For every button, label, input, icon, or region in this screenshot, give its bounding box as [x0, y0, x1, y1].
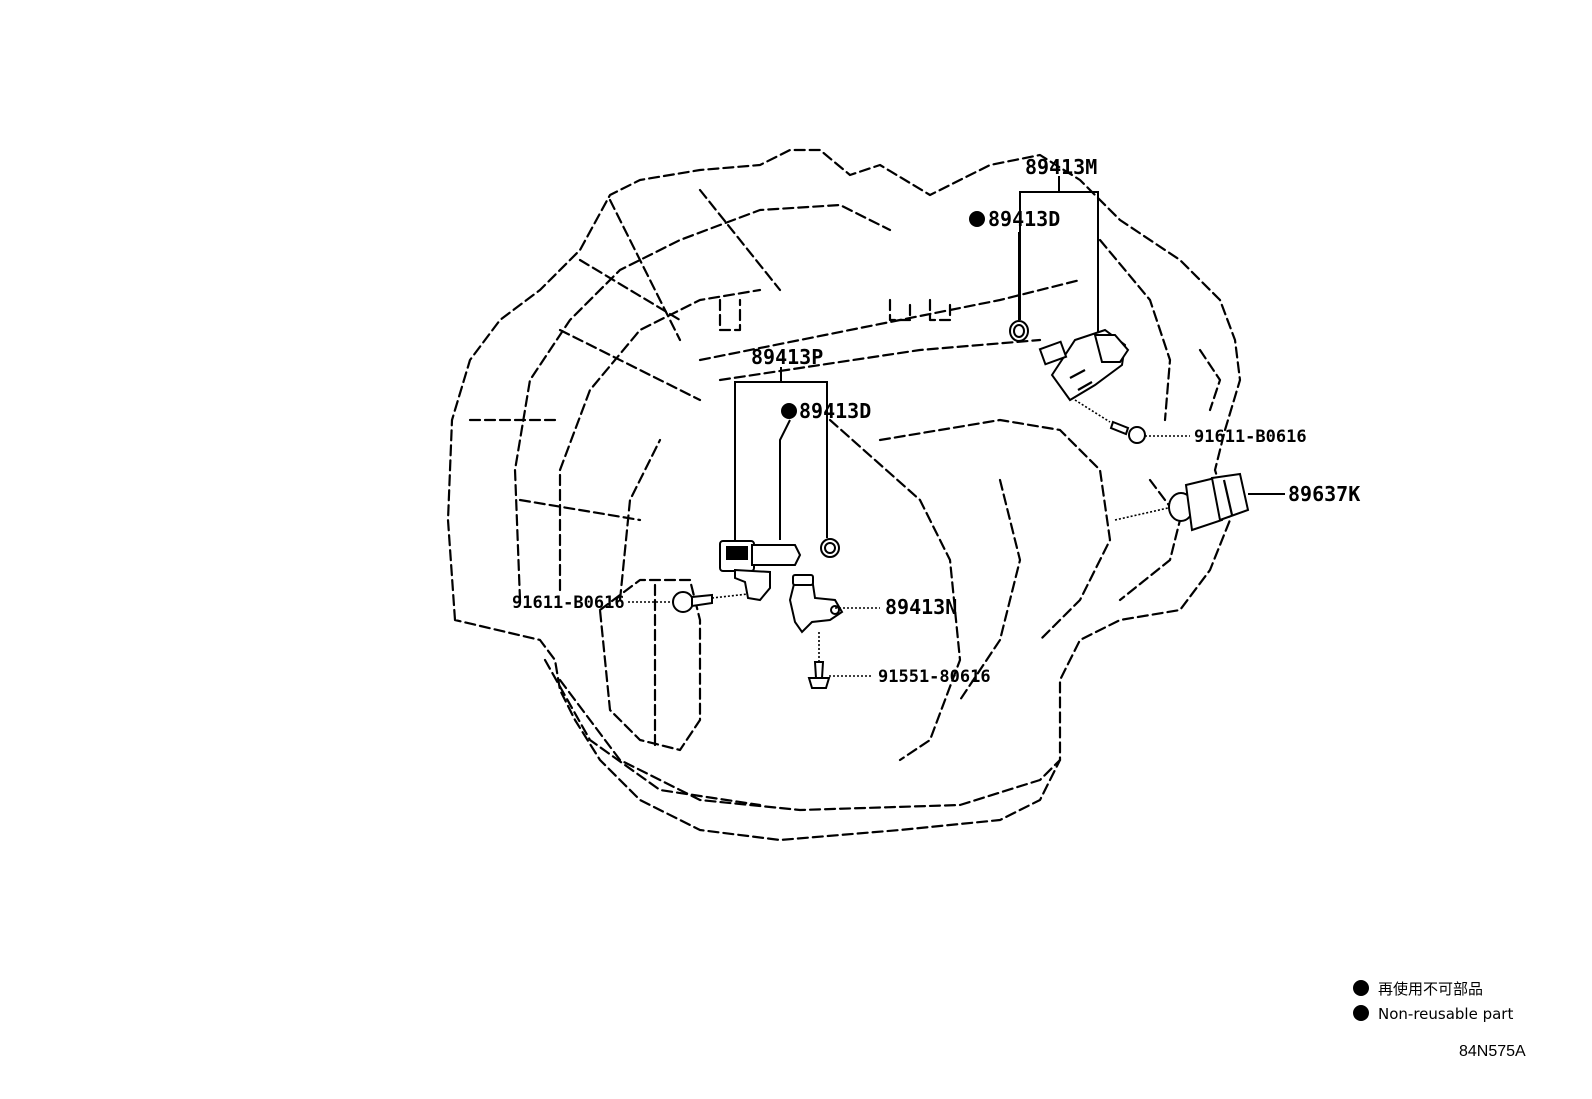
label-89413P: 89413P	[751, 345, 823, 369]
speed-sensor-upper	[1038, 328, 1130, 402]
legend-marker-1	[1353, 980, 1369, 996]
legend-text-en: Non-reusable part	[1378, 1005, 1513, 1023]
legend: 再使用不可部品 Non-reusable part	[1353, 980, 1513, 1023]
oil-pressure-switch	[1168, 472, 1250, 532]
transmission-housing-outline	[446, 148, 1242, 842]
bolt-lower	[807, 661, 831, 689]
legend-text-jp: 再使用不可部品	[1378, 980, 1483, 998]
diagram-code: 84N575A	[1459, 1043, 1526, 1060]
label-91611-B0616-right: 91611-B0616	[1194, 427, 1307, 447]
label-89413N: 89413N	[885, 595, 957, 619]
label-91611-B0616-left: 91611-B0616	[512, 593, 625, 613]
legend-marker-2	[1353, 1005, 1369, 1021]
speed-sensor-lower	[788, 574, 844, 634]
label-91551-80616: 91551-80616	[878, 667, 991, 687]
label-89413M: 89413M	[1025, 155, 1097, 179]
non-reusable-marker-middle	[781, 403, 797, 419]
non-reusable-marker-upper	[969, 211, 985, 227]
label-89637K: 89637K	[1288, 482, 1360, 506]
bolt-left	[672, 591, 713, 613]
label-89413D-middle: 89413D	[799, 399, 871, 423]
bolt-upper-right	[1109, 420, 1146, 444]
speed-sensor-middle	[719, 540, 802, 602]
label-89413D-upper: 89413D	[988, 207, 1060, 231]
